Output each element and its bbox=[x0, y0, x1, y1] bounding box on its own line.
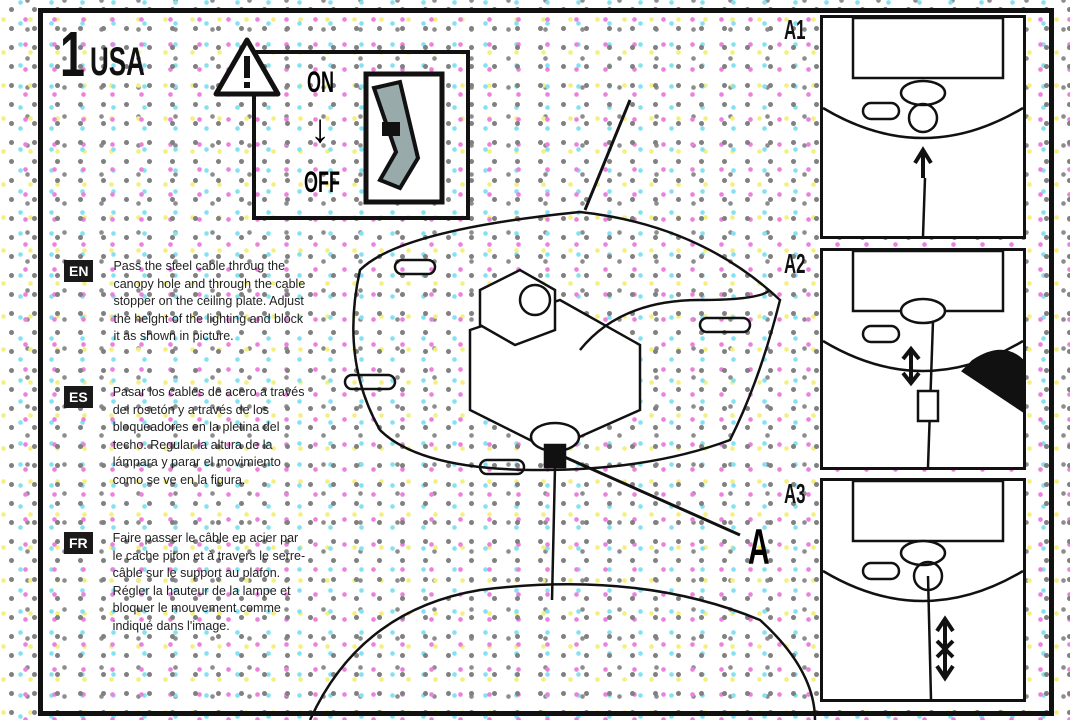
instruction-text-en: Pass the steel cable throug the canopy h… bbox=[113, 259, 306, 343]
detail-label-a2: A2 bbox=[784, 248, 806, 279]
detail-label-a3: A3 bbox=[784, 478, 806, 509]
lang-badge-es: ES bbox=[64, 386, 93, 408]
instruction-text-es: Pasar los cables de acero a través del r… bbox=[112, 385, 305, 487]
detail-a3-illustration bbox=[823, 481, 1023, 699]
step-number: 1 bbox=[60, 18, 85, 90]
arrow-down-icon: ↓ bbox=[310, 107, 330, 151]
warning-icon bbox=[213, 37, 281, 97]
callout-a-label: A bbox=[748, 519, 770, 575]
detail-panel-a2 bbox=[820, 248, 1026, 470]
instruction-text-fr: Faire passer le câble en acier par le ca… bbox=[112, 531, 306, 633]
detail-panel-a1 bbox=[820, 15, 1026, 239]
detail-label-a1: A1 bbox=[784, 14, 806, 45]
lang-badge-fr: FR bbox=[64, 532, 93, 554]
step-title: 1 USA bbox=[60, 22, 174, 86]
off-label: OFF bbox=[304, 166, 340, 199]
country-label: USA bbox=[89, 40, 145, 84]
detail-a1-illustration bbox=[823, 18, 1023, 236]
instruction-en: EN Pass the steel cable throug the canop… bbox=[64, 258, 324, 346]
on-label: ON bbox=[307, 66, 334, 99]
detail-a2-illustration bbox=[823, 251, 1023, 467]
instruction-fr: FR Faire passer le câble en acier par le… bbox=[64, 530, 324, 635]
power-off-box: ON ↓ OFF bbox=[252, 50, 470, 220]
page-frame bbox=[38, 8, 1054, 716]
switch-icon bbox=[363, 71, 445, 205]
detail-panel-a3 bbox=[820, 478, 1026, 702]
lang-badge-en: EN bbox=[64, 260, 94, 282]
instruction-es: ES Pasar los cables de acero a través de… bbox=[64, 384, 324, 489]
